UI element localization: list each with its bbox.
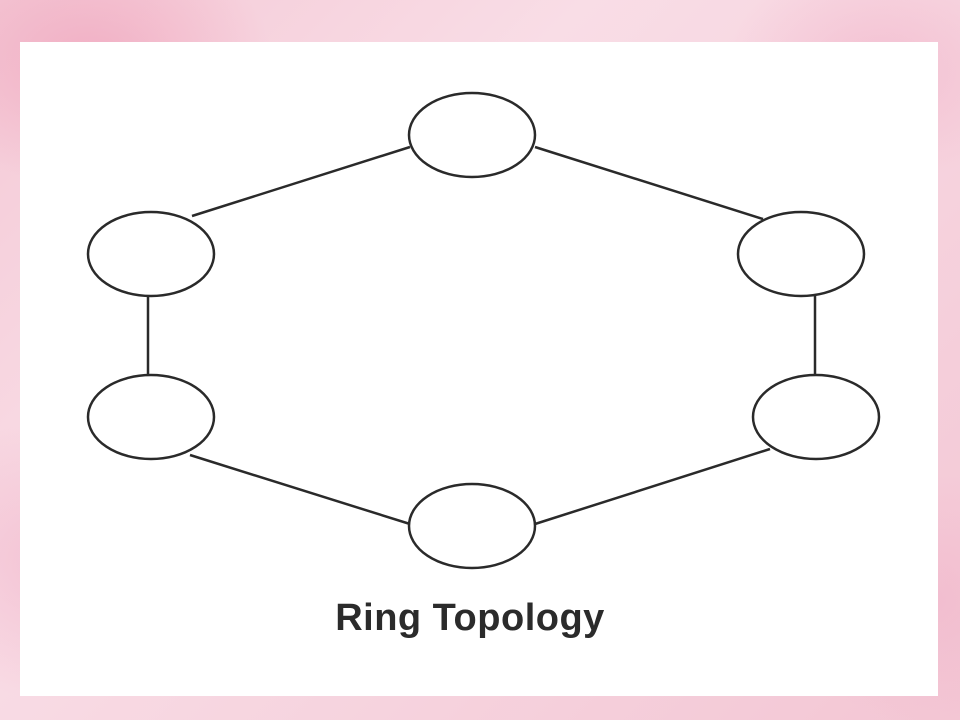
link-lower-right-bottom <box>534 447 771 526</box>
link-top-upper-right <box>534 145 764 221</box>
link-upper-left-top <box>191 145 411 218</box>
node-lower-right <box>751 373 881 461</box>
node-upper-right <box>736 210 866 298</box>
link-bottom-lower-left <box>189 453 411 526</box>
node-lower-left <box>86 373 216 461</box>
node-top <box>407 91 537 179</box>
links <box>146 145 817 526</box>
diagram-caption: Ring Topology <box>335 597 605 639</box>
node-bottom <box>407 482 537 570</box>
node-upper-left <box>86 210 216 298</box>
nodes <box>86 91 881 570</box>
